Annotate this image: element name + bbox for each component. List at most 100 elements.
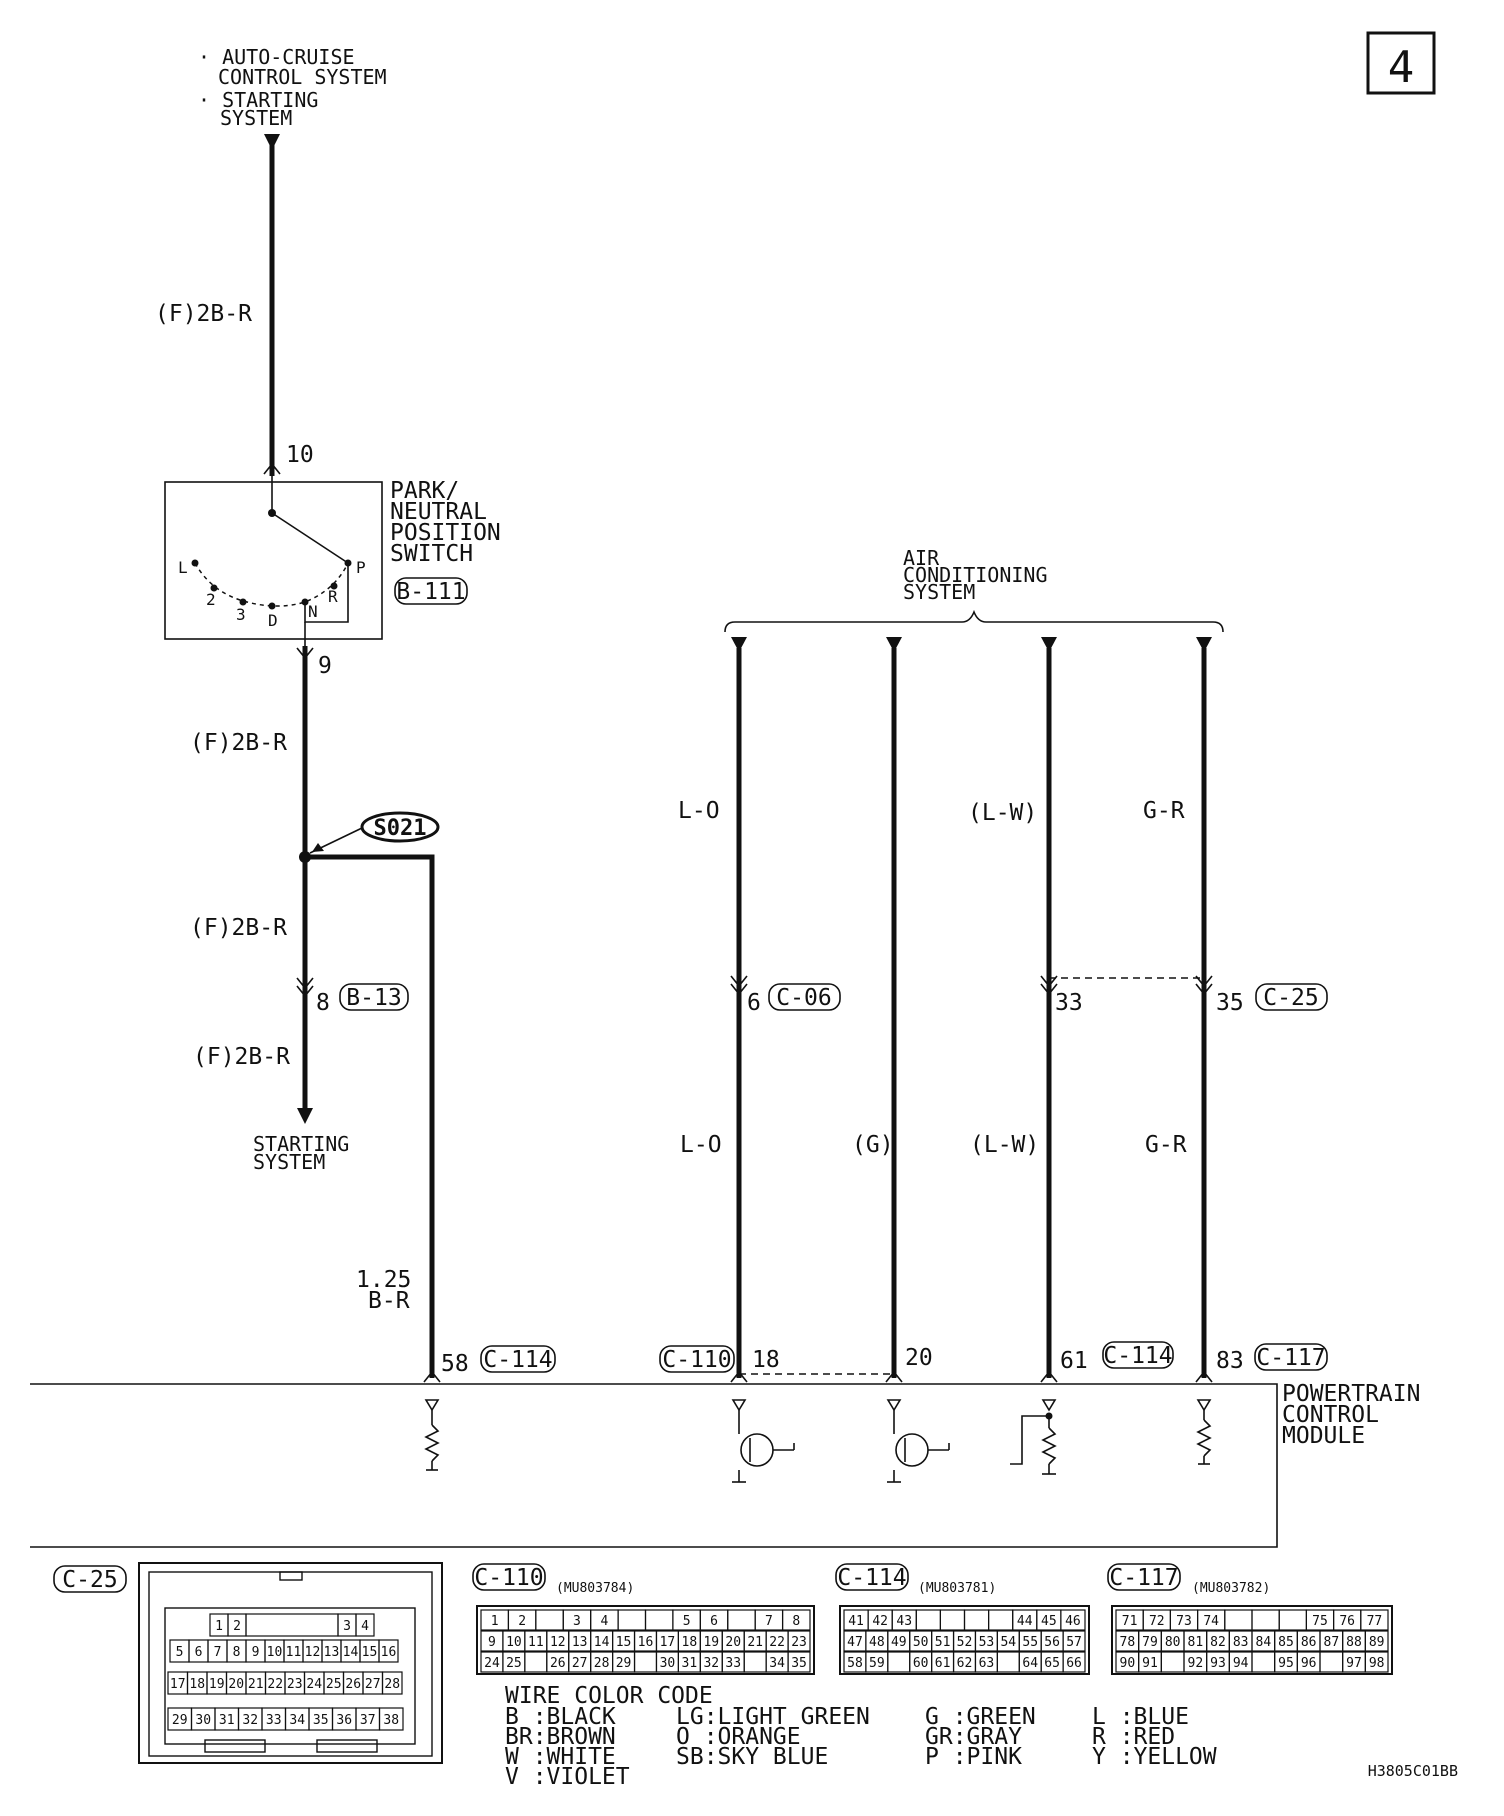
c117-pin-91-label: 91 [1142,1656,1158,1671]
ac-lw-upper: (L-W) [968,800,1037,826]
c117-pin-80-label: 80 [1165,1635,1181,1650]
c110-pin-blank-2-2-cell [524,1651,548,1673]
color-code-entry: GR:GRAY [925,1724,1022,1750]
ac-lo-upper: L-O [678,798,720,824]
c114-pin-blank-2-2-cell [887,1651,911,1673]
c110-part: (MU803784) [556,1581,634,1596]
c25-pin-12-label: 12 [305,1645,321,1660]
c110-pin-26-label: 26 [550,1656,566,1671]
wire-label-lower: (F)2B-R [190,915,287,941]
c110-pin-5-label: 5 [683,1614,691,1629]
c114-pin-51-label: 51 [935,1635,951,1650]
c110-pin-21-label: 21 [747,1635,763,1650]
color-code-entry: BR:BROWN [505,1724,616,1750]
c25-pin-30-label: 30 [195,1713,211,1728]
c114-pin-48-label: 48 [869,1635,885,1650]
c25-pin-1-label: 1 [215,1619,223,1634]
c110-pin-17-label: 17 [660,1635,676,1650]
c25-pin-28-label: 28 [384,1677,400,1692]
c110-pin-23-label: 23 [791,1635,807,1650]
switch-pos-2: 2 [206,590,216,609]
ac-line-3: SYSTEM [903,580,975,604]
color-code-entry: SB:SKY BLUE [676,1744,828,1770]
c114-pin-43-label: 43 [896,1614,912,1629]
c117-pin-73-label: 73 [1176,1614,1192,1629]
c117-pin-blank-2-2-cell [1160,1651,1185,1673]
c117-pin-95-label: 95 [1278,1656,1294,1671]
c110-pin-19-label: 19 [703,1635,719,1650]
c110-pin-35-cell [787,1651,811,1673]
ac-system-label: AIR CONDITIONING SYSTEM [724,546,1224,633]
splice-label: S021 [374,816,427,841]
c25-pin-33: 33 [1055,990,1083,1016]
c117-pin-90-label: 90 [1120,1656,1136,1671]
c25-pin-7-label: 7 [214,1645,222,1660]
c110-pin-15-label: 15 [616,1635,632,1650]
c110-pin-18-label: 18 [682,1635,698,1650]
junction-pin: 8 [316,990,330,1016]
c06-pin: 6 [747,990,761,1016]
c110-pin-16-label: 16 [638,1635,654,1650]
c25-pin-32-label: 32 [242,1713,258,1728]
c114-pin-59-label: 59 [869,1656,885,1671]
c117-pin-83-label: 83 [1233,1635,1249,1650]
wire-label-bottom: (F)2B-R [193,1044,290,1070]
c25-pin-35-label: 35 [313,1713,329,1728]
switch-pos-r: R [328,587,338,606]
c117-pin-92-label: 92 [1188,1656,1204,1671]
splice-badge [360,811,440,843]
c110-pin-34-label: 34 [769,1656,785,1671]
c114-pin-45-label: 45 [1041,1614,1057,1629]
c117-pin-87-label: 87 [1324,1635,1340,1650]
c25-pin-17-label: 17 [170,1677,186,1692]
c25-pin-26-label: 26 [345,1677,361,1692]
c110-pin-blank-2-7-cell [633,1651,658,1673]
c117-pin-74-label: 74 [1203,1614,1219,1629]
c117-pin-72-label: 72 [1149,1614,1165,1629]
ac-gr-lower: G-R [1145,1132,1187,1158]
c110-pin-29-label: 29 [616,1656,632,1671]
c110-pin-22-label: 22 [769,1635,785,1650]
c110-pin-6-label: 6 [710,1614,718,1629]
c25-pin-31-label: 31 [219,1713,235,1728]
pcm-pin-labels: 58 C-114 C-110 18 20 61 C-114 83 C-117 [441,1341,1328,1377]
source-line-1: · AUTO-CRUISE [198,45,355,69]
page-number: 4 [1388,42,1415,93]
switch-pos-l: L [178,558,188,577]
c114-pin-55-label: 55 [1022,1635,1038,1650]
c25-pin-3-label: 3 [343,1619,351,1634]
c25-pin-10-label: 10 [267,1645,283,1660]
pcm-pin-18-conn: C-110 [662,1347,731,1373]
c114-pin-62-label: 62 [957,1656,973,1671]
c117-pin-blank-2-6-cell [1251,1651,1276,1673]
source-line-2: CONTROL SYSTEM [218,65,387,89]
pcm-pin-83-conn: C-117 [1256,1345,1325,1371]
pcm-pin-18: 18 [752,1347,780,1373]
color-code-entry: O :ORANGE [676,1724,801,1750]
c114-view-id: C-114 [837,1565,906,1591]
c117-pin-96-label: 96 [1301,1656,1317,1671]
color-code-entry: LG:LIGHT GREEN [676,1704,870,1730]
c117-pin-89-cell [1364,1630,1389,1652]
c25-pin-22-label: 22 [267,1677,283,1692]
color-code-entry: R :RED [1092,1724,1175,1750]
c114-pin-blank-2-7-cell [996,1651,1020,1673]
c114-pin-46-cell [1060,1609,1086,1631]
c114-pin-57-cell [1062,1630,1086,1652]
c110-pin-blank-0-6-cell [644,1609,674,1631]
c110-pin-10-label: 10 [506,1635,522,1650]
c25-pin-4-cell [355,1613,375,1637]
c117-pin-78-label: 78 [1120,1635,1136,1650]
c110-pin-4-label: 4 [600,1614,608,1629]
pcm-internal-circuits [424,1399,1212,1483]
wire-label-mid: (F)2B-R [190,730,287,756]
color-code-title: WIRE COLOR CODE [505,1683,713,1709]
figure-code: H3805C01BB [1368,1762,1458,1780]
c110-pin-1-label: 1 [491,1614,499,1629]
switch-connector-id: B-111 [396,579,465,605]
c25-pin-24-label: 24 [306,1677,322,1692]
c110-pin-24-label: 24 [484,1656,500,1671]
switch-pos-d: D [268,611,278,630]
c25-pin-14-label: 14 [343,1645,359,1660]
